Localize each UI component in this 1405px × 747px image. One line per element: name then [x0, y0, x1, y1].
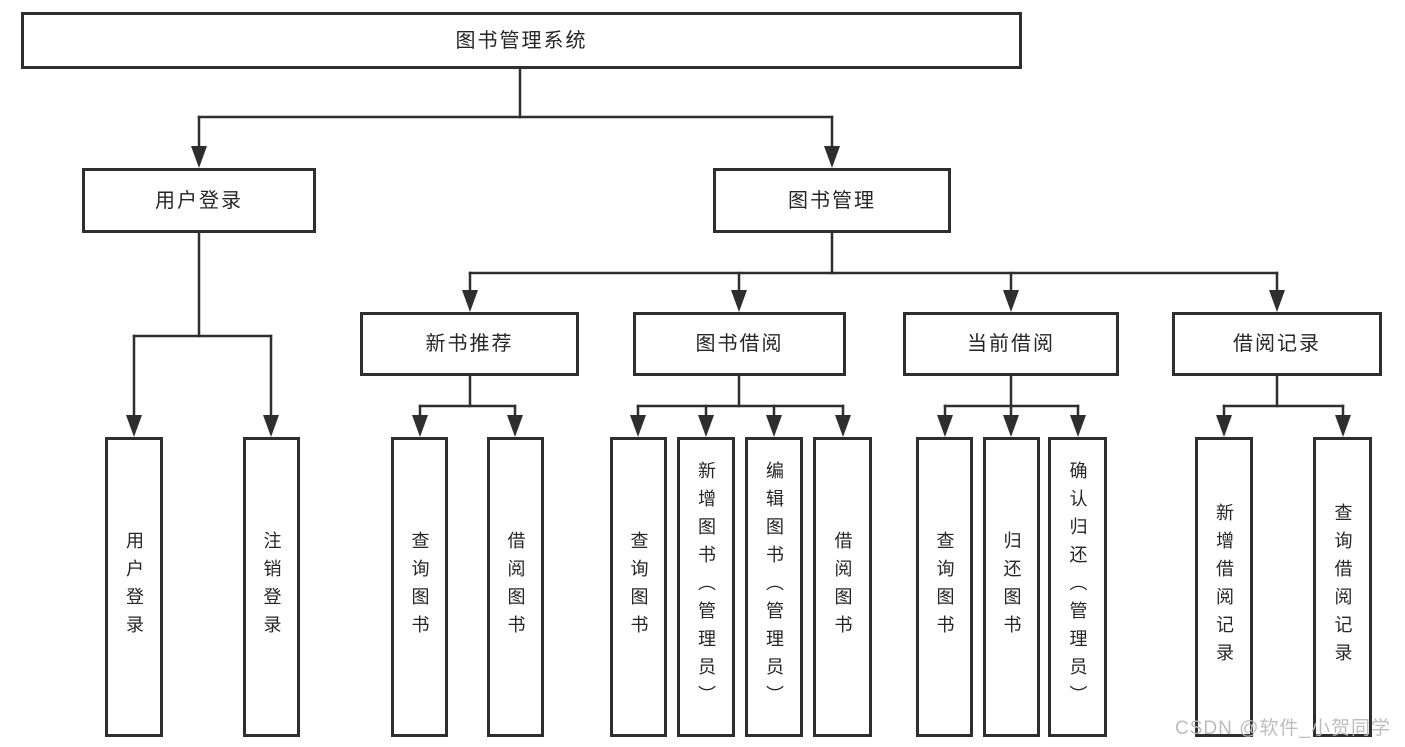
node-label: 注销登录	[261, 531, 282, 643]
leaf-logout: 注销登录	[243, 437, 300, 737]
node-label: 查询图书	[409, 531, 430, 643]
leaf-borrow-books: 借阅图书	[487, 437, 544, 737]
node-label: 当前借阅	[967, 333, 1055, 355]
leaf-query-borrow-record: 查询借阅记录	[1313, 437, 1372, 737]
node-label: 新书推荐	[425, 333, 514, 355]
leaf-query-books: 查询图书	[916, 437, 973, 737]
node-label: 确认归还（管理员）	[1067, 461, 1088, 713]
node-label: 查询借阅记录	[1332, 503, 1353, 671]
node-label: 图书管理	[788, 189, 876, 212]
leaf-edit-books-admin: 编辑图书（管理员）	[745, 437, 803, 737]
node-user-login-module: 用户登录	[82, 168, 316, 233]
node-borrowing-records: 借阅记录	[1172, 312, 1382, 376]
node-label: 查询图书	[628, 531, 649, 643]
node-label: 编辑图书（管理员）	[764, 461, 784, 713]
node-label: 用户登录	[124, 531, 144, 643]
leaf-add-books-admin: 新增图书（管理员）	[677, 437, 735, 737]
node-library-management-system: 图书管理系统	[21, 12, 1022, 69]
node-label: 图书借阅	[695, 333, 784, 355]
node-book-borrowing: 图书借阅	[633, 312, 846, 376]
node-book-management-module: 图书管理	[713, 168, 951, 233]
node-label: 归还图书	[1001, 531, 1022, 643]
leaf-add-borrow-record: 新增借阅记录	[1195, 437, 1253, 737]
node-label: 图书管理系统	[455, 29, 588, 52]
leaf-confirm-return-admin: 确认归还（管理员）	[1048, 437, 1107, 737]
node-label: 用户登录	[155, 189, 243, 212]
leaf-borrow-books: 借阅图书	[813, 437, 872, 737]
node-label: 新增借阅记录	[1214, 503, 1234, 671]
leaf-return-books: 归还图书	[983, 437, 1040, 737]
leaf-query-books: 查询图书	[391, 437, 448, 737]
leaf-user-login: 用户登录	[105, 437, 163, 737]
node-label: 借阅图书	[832, 531, 853, 643]
node-new-book-recommendation: 新书推荐	[360, 312, 579, 376]
csdn-watermark: CSDN @软件_小贺同学	[1175, 718, 1391, 739]
node-current-borrowing: 当前借阅	[903, 312, 1119, 376]
node-label: 借阅图书	[505, 531, 526, 643]
node-label: 查询图书	[934, 531, 955, 643]
node-label: 借阅记录	[1233, 333, 1321, 355]
node-label: 新增图书（管理员）	[696, 461, 716, 713]
leaf-query-books: 查询图书	[610, 437, 667, 737]
